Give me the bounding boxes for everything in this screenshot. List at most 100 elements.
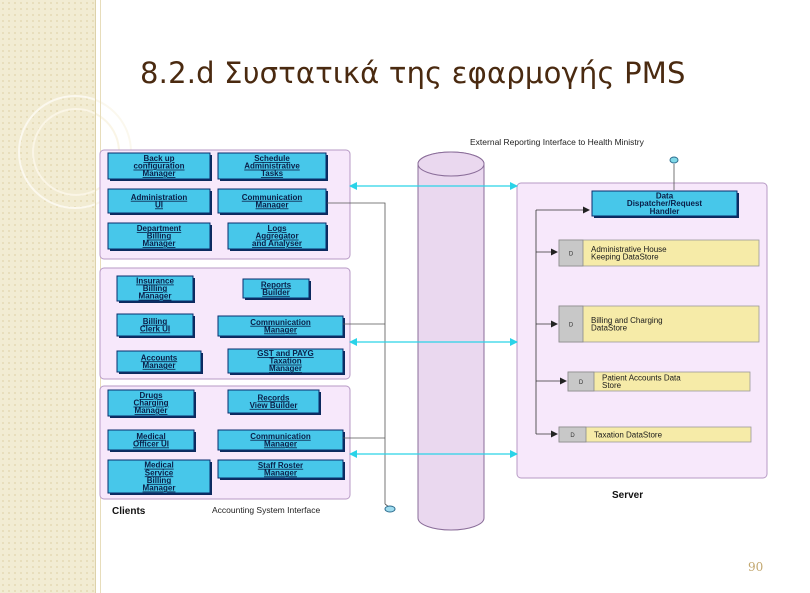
module-box (107, 222, 211, 250)
module-box (242, 278, 310, 299)
module-label-line: Charging (133, 399, 168, 408)
module-box (227, 222, 327, 250)
dispatcher-rect (591, 190, 738, 217)
module-label-line: Manager (264, 325, 297, 334)
datastore-label-line: Administrative House (591, 245, 667, 254)
module-label-line: Manager (143, 484, 176, 493)
datastore-label-line: Billing and Charging (591, 316, 663, 325)
module-label-line: Insurance (136, 277, 174, 286)
module-label-line: configuration (133, 162, 184, 171)
module-box (217, 152, 327, 180)
middleware-cylinder-top (417, 151, 485, 177)
comm-link-1 (327, 202, 386, 504)
datastore-tag: D (570, 433, 575, 439)
datastore-label-line: DataStore (591, 324, 628, 333)
datastore-label-line: Taxation DataStore (594, 430, 663, 439)
datastore: D Taxation DataStore (536, 426, 752, 443)
module-label-line: Manager (143, 361, 176, 370)
module-box (107, 389, 195, 417)
module-label-line: Communication (250, 318, 311, 327)
datastore-tag: D (569, 252, 574, 258)
module-label-line: Communication (242, 193, 303, 202)
datastore-label-line: Store (602, 381, 622, 390)
module-box (217, 188, 327, 214)
module-label-line: Billing (143, 317, 168, 326)
datastore-tag: D (579, 380, 584, 386)
external-interface-label: External Reporting Interface to Health M… (470, 137, 645, 147)
module-label-line: Builder (262, 288, 290, 297)
external-interface-node (669, 156, 679, 164)
module-label-line: Schedule (254, 154, 290, 163)
module-label-line: Officer UI (133, 439, 169, 448)
module-label-line: Manager (264, 468, 297, 477)
module-box (116, 350, 202, 373)
module-label-line: GST and PAYG (257, 349, 313, 358)
module-box (107, 152, 211, 180)
module-label-line: Drugs (139, 391, 163, 400)
module-box (227, 348, 344, 374)
module-label-line: Medical (144, 461, 173, 470)
module-label-line: Manager (139, 292, 172, 301)
module-label-line: Manager (264, 439, 297, 448)
module-box (107, 188, 211, 214)
module-label-line: Administration (131, 193, 188, 202)
module-label-line: Tasks (261, 169, 284, 178)
module-label-line: Billing (143, 284, 168, 293)
module-label-line: Aggregator (255, 232, 298, 241)
datastore-body (558, 305, 760, 343)
accounting-interface-label: Accounting System Interface (212, 505, 320, 515)
module-box (217, 459, 344, 479)
module-label-line: Logs (267, 224, 287, 233)
dispatcher-label-line: Data (656, 192, 674, 201)
clients-label: Clients (112, 506, 146, 517)
datastore-label-line: Keeping DataStore (591, 253, 659, 262)
module-label-line: Manager (135, 406, 168, 415)
module-label-line: Back up (143, 154, 174, 163)
module-label-line: Taxation (269, 357, 301, 366)
sidebar-divider (95, 0, 96, 593)
middleware-cylinder (417, 151, 485, 531)
datastore-tag-cell (558, 426, 587, 443)
module-box (107, 429, 195, 451)
module-label-line: Communication (250, 432, 311, 441)
module-label-line: Billing (147, 476, 172, 485)
module-box (107, 459, 211, 494)
server-label: Server (612, 490, 643, 501)
dispatcher-label-line: Handler (650, 207, 680, 216)
datastore-tag: D (569, 323, 574, 329)
module-label-line: Department (137, 224, 182, 233)
module-box (217, 429, 344, 451)
page-number: 90 (748, 560, 764, 574)
module-label-line: Service (145, 468, 174, 477)
module-label-line: Medical (136, 432, 165, 441)
module-label-line: Manager (143, 239, 176, 248)
datastore-tag-cell (567, 371, 595, 392)
module-label-line: Staff Roster (258, 461, 303, 470)
module-label-line: UI (155, 200, 163, 209)
datastore-label-line: Patient Accounts Data (602, 374, 681, 383)
module-label-line: Manager (143, 169, 176, 178)
datastore: D Patient Accounts DataStore (536, 371, 751, 392)
slide-title: 8.2.d Συστατικά της εφαρμογής PMS (140, 56, 686, 90)
dispatcher-label-line: Dispatcher/Request (627, 199, 702, 208)
module-box (227, 389, 320, 414)
datastore-tag-cell (558, 305, 584, 343)
module-box (116, 313, 194, 337)
